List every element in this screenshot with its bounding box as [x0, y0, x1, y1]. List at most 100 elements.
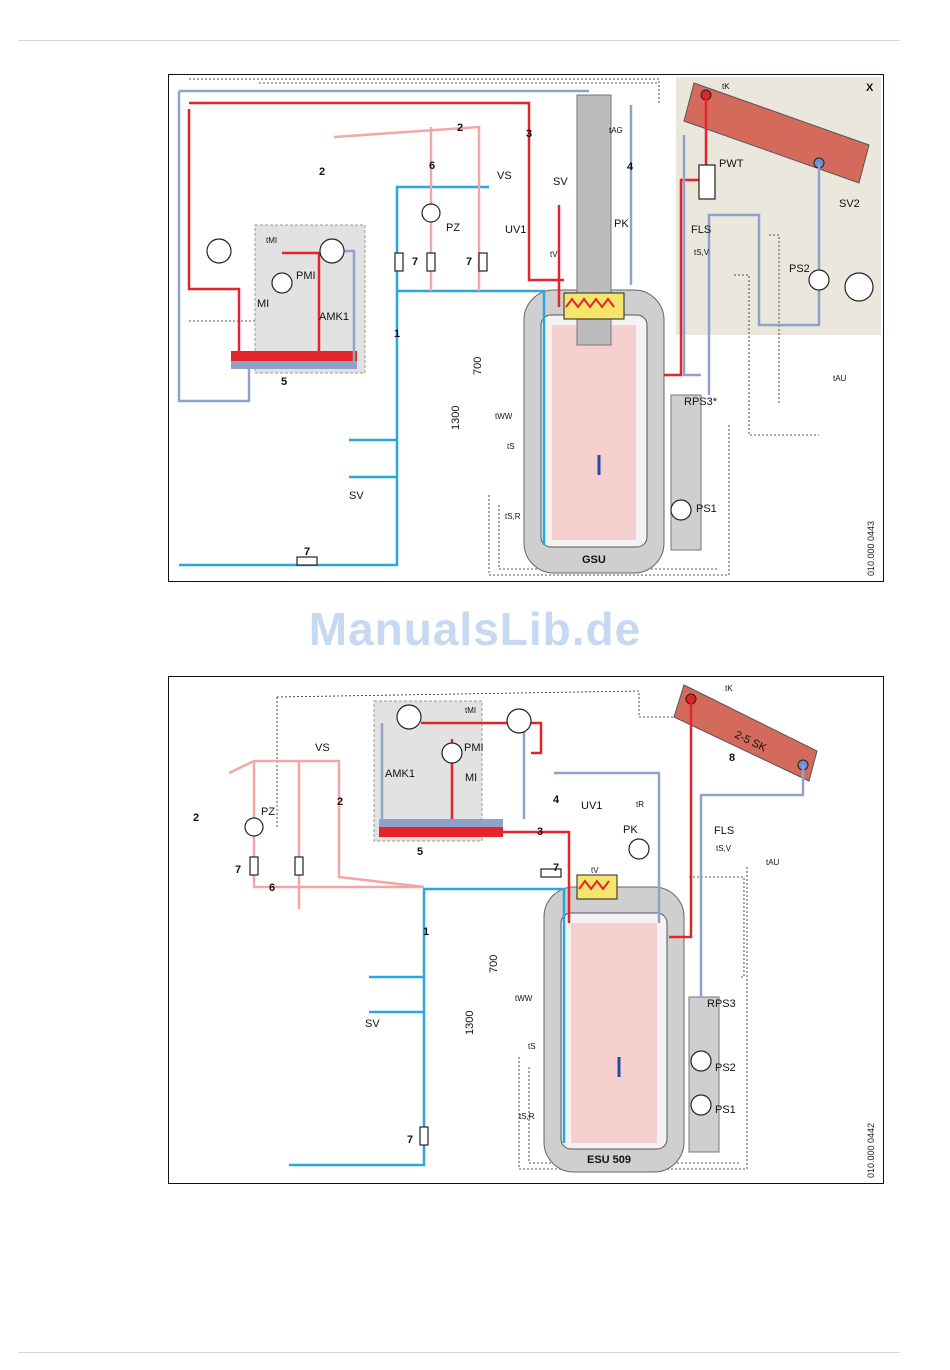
label-2a: 2 — [193, 812, 199, 824]
label-tv: tV — [591, 866, 599, 875]
label-pz: PZ — [261, 806, 275, 818]
bottom-rule — [18, 1352, 900, 1353]
label-2b: 2 — [337, 796, 343, 808]
label-tag: tAG — [609, 126, 623, 135]
heating-gauge-left — [397, 705, 421, 729]
label-mi: MI — [257, 298, 269, 310]
pump-pmi — [272, 273, 292, 293]
amk1-module — [255, 225, 365, 373]
check-valve-a — [250, 857, 258, 875]
label-tau: tAU — [833, 374, 847, 383]
burner-block — [564, 293, 624, 319]
pump-ps2 — [691, 1051, 711, 1071]
label-rps3: RPS3* — [684, 396, 718, 408]
label-7c: 7 — [407, 1134, 413, 1146]
heating-gauge-left — [207, 239, 231, 263]
watermark: ManualsLib.de — [0, 602, 950, 656]
diagram-1: X tK tAG 2 2 3 4 6 VS SV PWT SV2 UV1 PZ … — [168, 74, 884, 582]
pump-pz — [245, 818, 263, 836]
label-tww: tWW — [515, 994, 533, 1003]
label-sv: SV — [365, 1018, 380, 1030]
label-pz: PZ — [446, 222, 460, 234]
diagram-2-drawing: tK 2-5 SK tMI VS PMI 8 AMK1 MI 2 2 PZ 4 … — [169, 677, 883, 1183]
label-tr: tR — [636, 800, 644, 809]
label-mi: MI — [465, 772, 477, 784]
pump-pk — [629, 839, 649, 859]
label-tmi: tMI — [266, 236, 277, 245]
label-6: 6 — [269, 882, 275, 894]
heating-gauge-right — [320, 239, 344, 263]
manifold-hot — [379, 827, 503, 837]
label-sv2: SV2 — [839, 198, 860, 210]
label-7a: 7 — [412, 256, 418, 268]
label-5: 5 — [417, 846, 423, 858]
diagram-1-doc-number: 010.000 0443 — [866, 521, 876, 576]
label-uv1: UV1 — [505, 224, 526, 236]
label-7c: 7 — [304, 546, 310, 558]
heating-gauge-right — [507, 709, 531, 733]
solar-station — [671, 395, 701, 550]
label-sv-bottom: SV — [349, 490, 364, 502]
label-tk: tK — [725, 684, 733, 693]
label-amk1: AMK1 — [319, 311, 349, 323]
diagram-2-doc-number: 010.000 0442 — [866, 1123, 876, 1178]
label-1: 1 — [423, 926, 429, 938]
label-tv: tV — [550, 250, 558, 259]
label-8: 8 — [729, 752, 735, 764]
label-7b: 7 — [235, 864, 241, 876]
pump-ps1 — [691, 1095, 711, 1115]
label-ts: tS — [507, 442, 515, 451]
expansion-vessel — [845, 273, 873, 301]
label-uv1: UV1 — [581, 800, 602, 812]
diagram-2: tK 2-5 SK tMI VS PMI 8 AMK1 MI 2 2 PZ 4 … — [168, 676, 884, 1184]
label-x: X — [866, 82, 874, 94]
manifold-return — [231, 361, 357, 369]
label-ps1: PS1 — [715, 1104, 736, 1116]
label-vs: VS — [315, 742, 330, 754]
label-pk: PK — [623, 824, 638, 836]
label-4: 4 — [553, 794, 560, 806]
top-rule — [18, 40, 900, 41]
label-5: 5 — [281, 376, 287, 388]
manifold-return — [379, 819, 503, 827]
label-pwt: PWT — [719, 158, 744, 170]
label-ps1: PS1 — [696, 503, 717, 515]
label-amk1: AMK1 — [385, 768, 415, 780]
label-tsv: tS,V — [716, 844, 732, 853]
label-pmi: PMI — [464, 742, 484, 754]
label-tau: tAU — [766, 858, 780, 867]
check-valve-c — [479, 253, 487, 271]
label-vs: VS — [497, 170, 512, 182]
label-2b: 2 — [319, 166, 325, 178]
tank-heat-zone — [552, 325, 636, 540]
label-700: 700 — [472, 357, 484, 375]
label-4: 4 — [627, 161, 634, 173]
manifold-hot — [231, 351, 357, 361]
check-valve-a — [395, 253, 403, 271]
label-fls: FLS — [691, 224, 711, 236]
pump-pmi — [442, 743, 462, 763]
heat-exchanger-pwt — [699, 165, 715, 199]
label-ps2: PS2 — [789, 263, 810, 275]
label-tsr: tS,R — [505, 512, 521, 521]
check-valve-d — [297, 557, 317, 565]
check-valve-b — [295, 857, 303, 875]
heater-block — [577, 875, 617, 899]
diagram-1-drawing: X tK tAG 2 2 3 4 6 VS SV PWT SV2 UV1 PZ … — [169, 75, 883, 581]
label-sv-top: SV — [553, 176, 568, 188]
label-ts: tS — [528, 1042, 536, 1051]
label-1300: 1300 — [450, 406, 462, 430]
label-1300: 1300 — [464, 1011, 476, 1035]
label-pmi: PMI — [296, 270, 316, 282]
label-fls: FLS — [714, 825, 734, 837]
tank-heat-zone — [571, 923, 657, 1143]
check-valve-b — [427, 253, 435, 271]
label-3: 3 — [537, 826, 543, 838]
pump-ps1 — [671, 500, 691, 520]
label-tk: tK — [722, 82, 730, 91]
label-tww: tWW — [495, 412, 513, 421]
label-700: 700 — [488, 955, 500, 973]
label-3: 3 — [526, 128, 532, 140]
label-esu: ESU 509 — [587, 1154, 631, 1166]
label-pk: PK — [614, 218, 629, 230]
